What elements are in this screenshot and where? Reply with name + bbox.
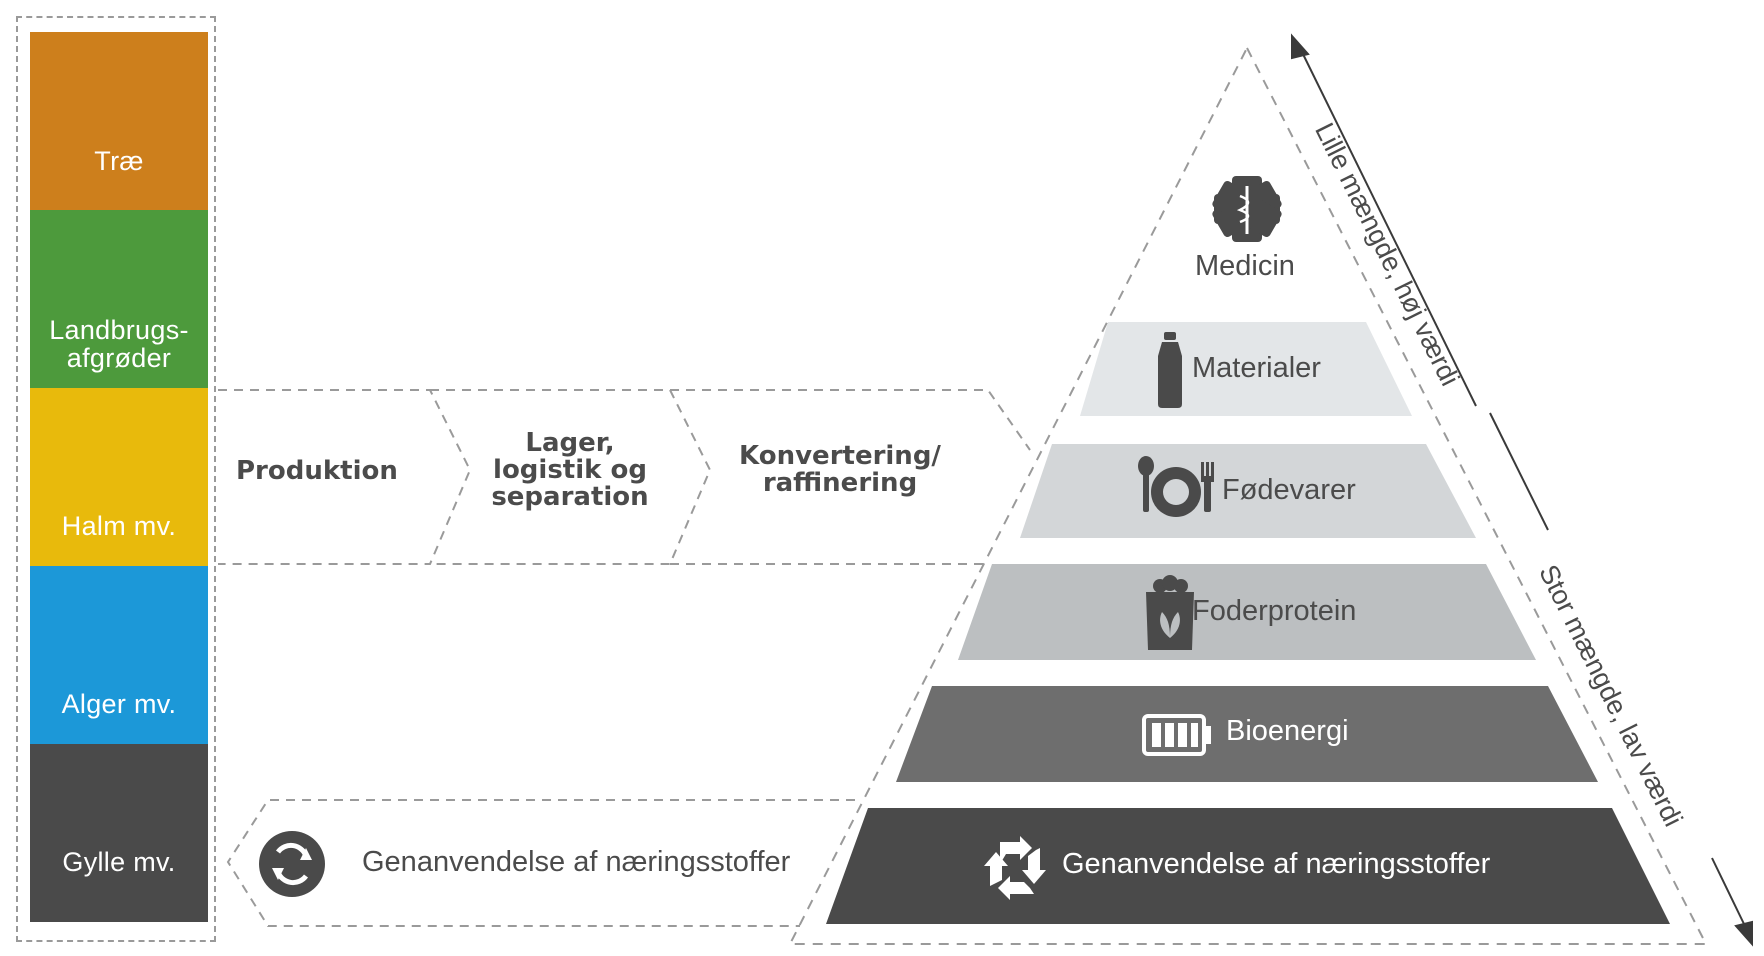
tier-fodevarer [1020, 444, 1476, 538]
pyramid-outline [788, 45, 1708, 945]
circular-arrows-icon [259, 831, 325, 897]
tier-bioenergi [896, 686, 1598, 782]
axis-arrow-up-icon [1291, 33, 1310, 60]
tier-label-genanvendelse: Genanvendelse af næringsstoffer [1062, 848, 1491, 880]
source-label-trae: Træ [94, 146, 144, 176]
process-chevron-2 [430, 389, 712, 565]
tier-foderprotein [958, 564, 1536, 660]
tier-label-medicin: Medicin [1195, 250, 1295, 282]
recycle-feed-label: Genanvendelse af næringsstoffer [362, 846, 791, 878]
process-step-konvertering: Konvertering/ raffinering [739, 441, 941, 498]
sources-frame [16, 16, 216, 942]
source-landbrug: Landbrugs- afgrøder [30, 210, 208, 388]
tier-label-materialer: Materialer [1192, 352, 1321, 384]
battery-icon [1142, 714, 1211, 756]
recycle-arrows-icon [984, 836, 1046, 900]
source-halm: Halm mv. [30, 388, 208, 566]
process-step-lager: Lager, logistik og separation [491, 428, 649, 512]
value-axis [1291, 33, 1753, 947]
plate-cutlery-icon [1138, 456, 1214, 517]
source-label-halm: Halm mv. [61, 511, 177, 541]
axis-arrow-down-icon [1734, 920, 1753, 947]
tier-label-fodevarer: Fødevarer [1222, 474, 1356, 506]
source-alger: Alger mv. [30, 566, 208, 744]
sources-column: Træ Landbrugs- afgrøder Halm mv. Alger m… [30, 32, 208, 922]
source-label-gylle: Gylle mv. [62, 847, 176, 877]
tier-genanvendelse [826, 808, 1670, 924]
process-band [218, 389, 1031, 565]
tier-label-foderprotein: Foderprotein [1192, 595, 1357, 627]
process-step-produktion: Produktion [236, 456, 398, 486]
tier-label-bioenergi: Bioenergi [1226, 715, 1349, 747]
source-label-landbrug: Landbrugs- afgrøder [49, 315, 189, 373]
medical-icon [1212, 176, 1282, 242]
recycle-feed-outline [226, 799, 855, 927]
source-gylle: Gylle mv. [30, 744, 208, 922]
source-trae: Træ [30, 32, 208, 210]
feed-bag-icon [1146, 575, 1194, 650]
bottle-icon [1158, 332, 1182, 408]
source-label-alger: Alger mv. [61, 689, 177, 719]
